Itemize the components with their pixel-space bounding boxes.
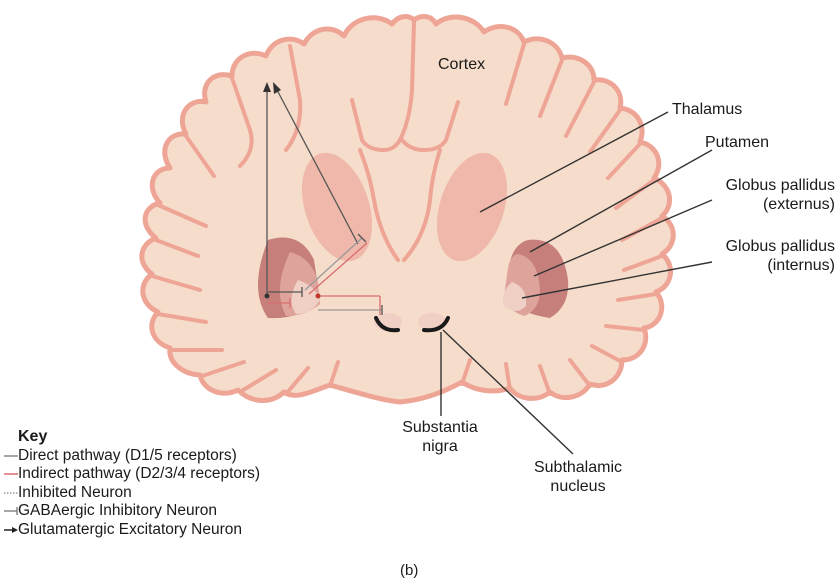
label-subthalamic-line1: Subthalamic (518, 458, 638, 477)
label-substantia-nigra: Substantia nigra (380, 418, 500, 456)
figure-caption: (b) (400, 562, 418, 579)
legend-title: Key (18, 428, 260, 447)
label-subthalamic-line2: nucleus (518, 477, 638, 496)
dotted-line-icon (4, 488, 18, 498)
label-substantia-line1: Substantia (380, 418, 500, 437)
label-putamen: Putamen (705, 133, 769, 152)
legend-label: Direct pathway (D1/5 receptors) (18, 447, 237, 464)
legend-item-glutamatergic: Glutamatergic Excitatory Neuron (6, 521, 260, 540)
legend-label: Inhibited Neuron (18, 484, 132, 501)
brain-silhouette (142, 17, 673, 402)
pink-line-icon (4, 469, 18, 479)
label-thalamus: Thalamus (672, 100, 742, 119)
legend-label: Indirect pathway (D2/3/4 receptors) (18, 465, 260, 482)
legend-item-gabaergic: GABAergic Inhibitory Neuron (6, 502, 260, 521)
label-gp-internus-line1: Globus pallidus (675, 237, 835, 256)
legend-label: Glutamatergic Excitatory Neuron (18, 521, 242, 538)
label-gp-externus-line2: (externus) (675, 195, 835, 214)
label-gp-externus-line1: Globus pallidus (675, 176, 835, 195)
label-globus-pallidus-externus: Globus pallidus (externus) (675, 176, 835, 214)
legend-item-direct-pathway: Direct pathway (D1/5 receptors) (6, 447, 260, 466)
label-gp-internus-line2: (internus) (675, 256, 835, 275)
legend-item-indirect-pathway: Indirect pathway (D2/3/4 receptors) (6, 465, 260, 484)
legend-item-inhibited-neuron: Inhibited Neuron (6, 484, 260, 503)
label-cortex: Cortex (438, 55, 485, 74)
label-globus-pallidus-internus: Globus pallidus (internus) (675, 237, 835, 275)
gray-line-icon (4, 451, 18, 461)
label-substantia-line2: nigra (380, 437, 500, 456)
legend: Key Direct pathway (D1/5 receptors) Indi… (6, 428, 260, 539)
arrow-line-icon (4, 525, 18, 535)
bar-end-line-icon (4, 506, 18, 516)
label-subthalamic-nucleus: Subthalamic nucleus (518, 458, 638, 496)
legend-label: GABAergic Inhibitory Neuron (18, 502, 217, 519)
